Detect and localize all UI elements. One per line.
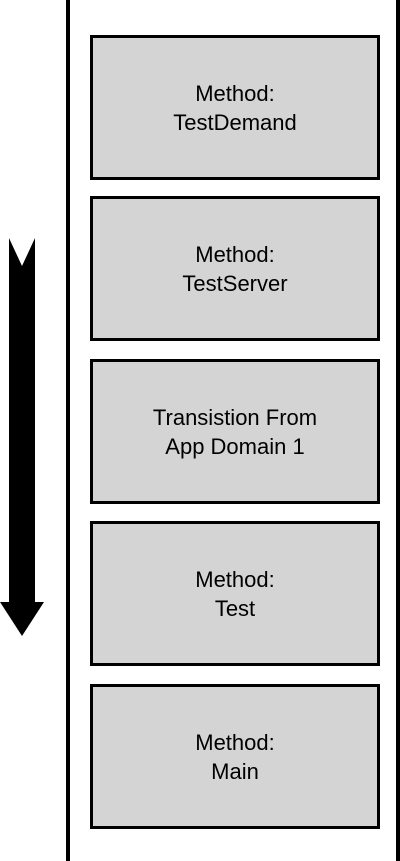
frame-label: Method: TestDemand	[173, 79, 297, 137]
frame-label-line1: Method:	[195, 566, 275, 592]
frame-label-line1: Transistion From	[152, 404, 318, 430]
down-arrow-icon	[0, 238, 44, 636]
frame-label: Method: Test	[195, 565, 275, 623]
frame-label-line2: TestDemand	[173, 109, 297, 135]
stack-frame-testserver: Method: TestServer	[90, 196, 380, 341]
stack-frame-testdemand: Method: TestDemand	[90, 35, 380, 180]
frame-label-line2: App Domain 1	[165, 433, 305, 459]
stack-left-wall	[66, 0, 70, 861]
frame-label-line2: Test	[214, 595, 256, 621]
frame-label-line1: Method:	[195, 241, 275, 267]
frame-label: Transistion From App Domain 1	[153, 403, 317, 461]
stack-right-wall	[396, 0, 400, 861]
frame-label-line2: Main	[211, 758, 259, 784]
frame-label: Method: Main	[195, 728, 275, 786]
stack-frame-domain-transition: Transistion From App Domain 1	[90, 359, 380, 504]
frame-label: Method: TestServer	[182, 240, 287, 298]
stack-frame-main: Method: Main	[90, 684, 380, 829]
frame-label-line1: Method:	[195, 80, 275, 106]
frame-label-line1: Method:	[195, 729, 275, 755]
stack-frame-test: Method: Test	[90, 521, 380, 666]
frame-label-line2: TestServer	[182, 270, 288, 296]
